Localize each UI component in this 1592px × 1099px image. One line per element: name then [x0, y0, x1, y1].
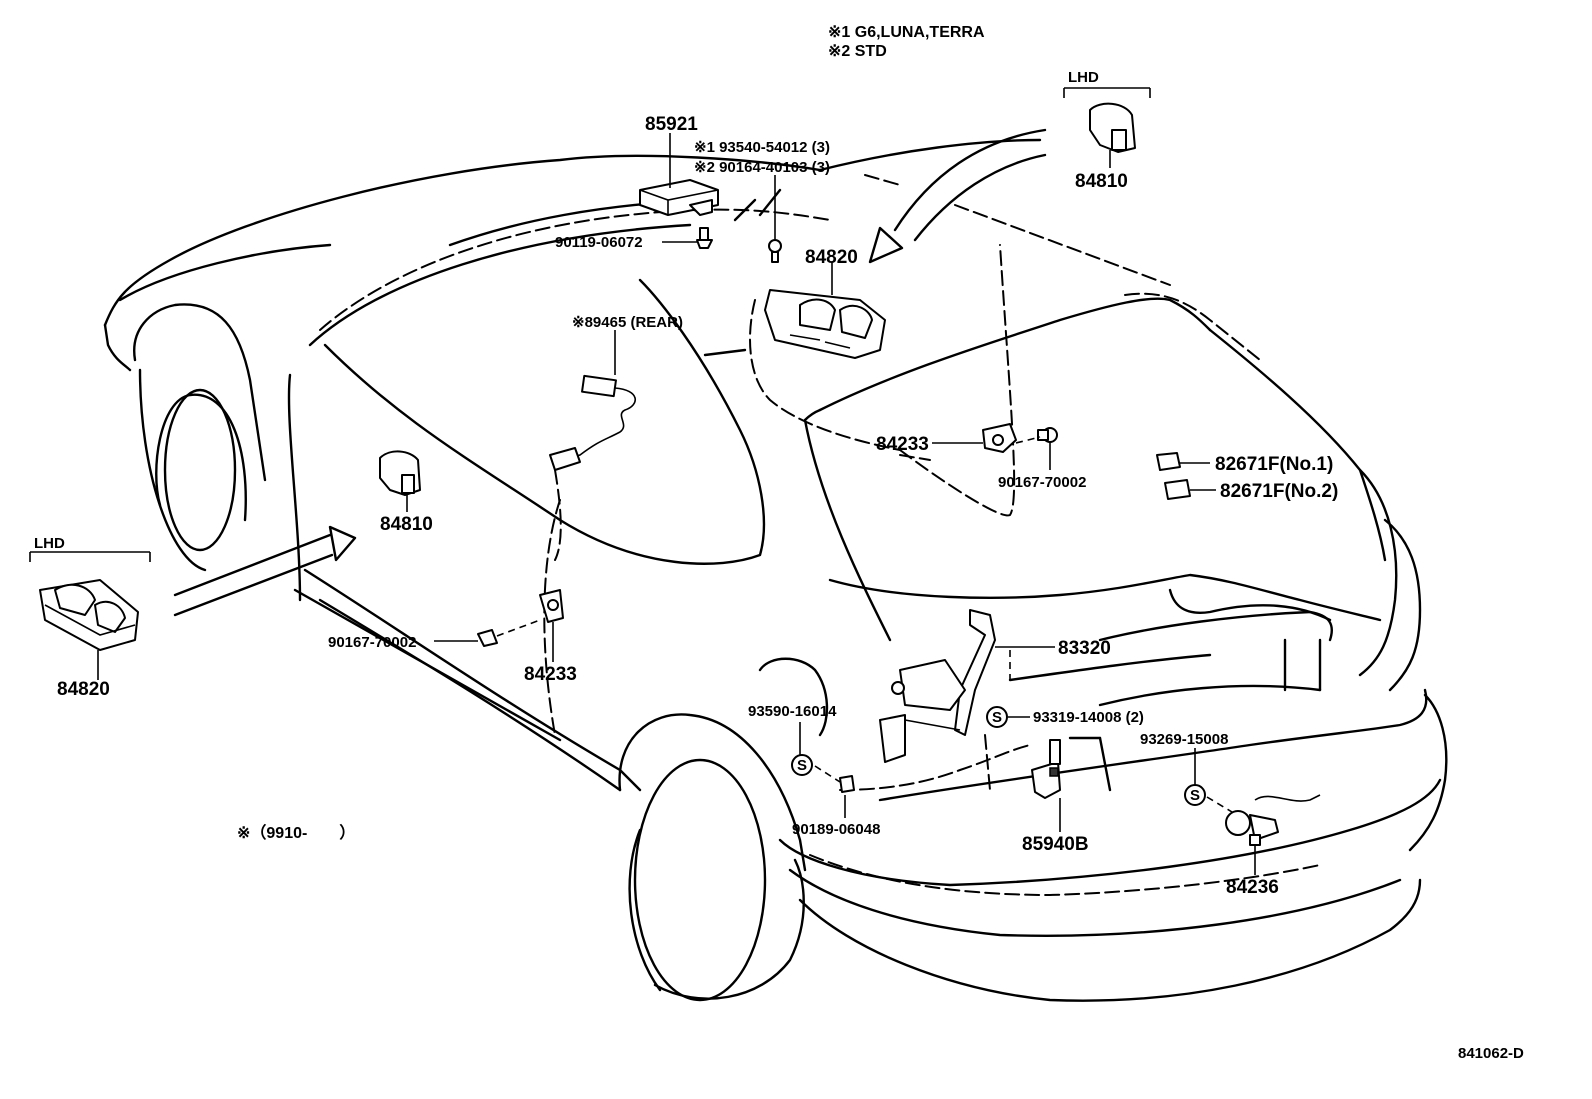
- part-82671F-sketch: [1156, 452, 1191, 500]
- part-84236-sketch: [1225, 794, 1321, 846]
- s-symbol-2: S: [986, 706, 1008, 728]
- lhd-left-label: LHD: [34, 535, 65, 552]
- part-89465-sketch: [549, 374, 636, 471]
- part-84810-sketch: [379, 450, 421, 496]
- part-label-90167-top: 90167-70002: [998, 474, 1086, 491]
- bolt-90167-top-sketch: [1037, 427, 1058, 443]
- part-84233-top-sketch: [982, 423, 1017, 453]
- part-label-84820-main: 84820: [805, 247, 858, 268]
- note-applicability-1: ※1 G6,LUNA,TERRA: [828, 24, 985, 41]
- part-label-93590: 93590-16014: [748, 703, 837, 720]
- part-label-90189: 90189-06048: [792, 821, 880, 838]
- part-84810-lhd-sketch: [1089, 102, 1136, 153]
- car-body-outline: [103, 138, 1448, 1002]
- part-85921-sketch: [639, 179, 719, 216]
- part-85940B-sketch: [1031, 739, 1061, 799]
- s-symbol-3: S: [1184, 784, 1206, 806]
- part-label-84236: 84236: [1226, 877, 1279, 898]
- part-label-93540: ※1 93540-54012 (3): [694, 139, 830, 156]
- part-label-85921: 85921: [645, 114, 698, 135]
- part-label-84820-lhd: 84820: [57, 679, 110, 700]
- part-83320-sketch: [879, 609, 996, 763]
- note-applicability-2: ※2 STD: [828, 43, 887, 60]
- part-label-83320: 83320: [1058, 638, 1111, 659]
- part-label-85940B: 85940B: [1022, 834, 1089, 855]
- part-84233-left-sketch: [477, 589, 564, 647]
- part-label-90167-left: 90167-70002: [328, 634, 416, 651]
- part-label-93319: 93319-14008 (2): [1033, 709, 1144, 726]
- part-84820-main-sketch: [764, 289, 886, 359]
- clip-90189-sketch: [839, 775, 855, 793]
- part-label-84233-left: 84233: [524, 664, 577, 685]
- arrow-to-front: [868, 128, 1047, 264]
- part-label-89465: ※89465 (REAR): [572, 314, 683, 331]
- part-label-82671F-no2: 82671F(No.2): [1220, 481, 1338, 502]
- s-symbol-1: S: [791, 754, 813, 776]
- part-label-84810-lhd: 84810: [1075, 171, 1128, 192]
- screw-sketch: [768, 239, 782, 263]
- arrow-to-rear: [173, 525, 357, 617]
- part-label-90164: ※2 90164-40103 (3): [694, 159, 830, 176]
- part-84820-lhd-sketch: [39, 579, 139, 651]
- leader-lines: [29, 87, 1256, 875]
- part-label-90119: 90119-06072: [555, 234, 643, 251]
- lhd-right-label: LHD: [1068, 69, 1099, 86]
- part-label-82671F-no1: 82671F(No.1): [1215, 454, 1333, 475]
- svg-text:S: S: [992, 709, 1002, 726]
- part-label-93269: 93269-15008: [1140, 731, 1228, 748]
- figure-id: 841062-D: [1458, 1045, 1524, 1062]
- part-label-84233-top: 84233: [876, 434, 929, 455]
- svg-text:S: S: [1190, 787, 1200, 804]
- bolt-90119-sketch: [696, 227, 713, 249]
- note-production-period: ※（9910- ）: [237, 824, 355, 842]
- svg-text:S: S: [797, 757, 807, 774]
- part-label-84810-main: 84810: [380, 514, 433, 535]
